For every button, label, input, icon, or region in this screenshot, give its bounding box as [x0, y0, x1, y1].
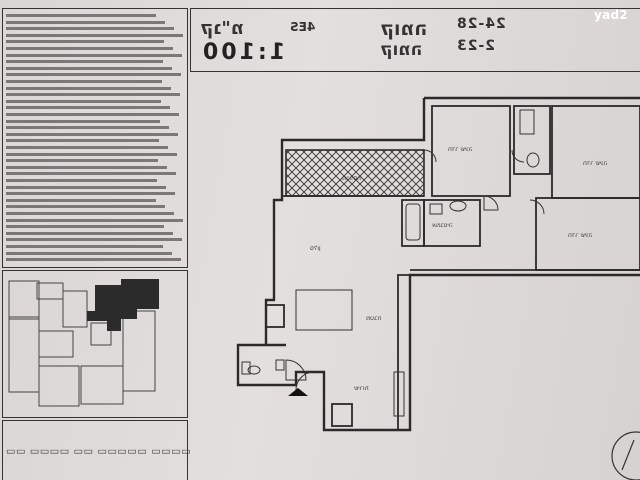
notes-text-line — [6, 27, 174, 31]
notes-text-line — [6, 205, 165, 209]
notes-text-line — [6, 20, 165, 24]
living-room-label: סלון — [310, 245, 321, 252]
closet — [393, 371, 405, 417]
notes-text-line — [6, 113, 179, 116]
notes-text-line — [6, 212, 174, 215]
notes-text-line — [6, 73, 181, 77]
notes-text-line — [6, 231, 173, 235]
service-label: שירות — [354, 385, 369, 392]
caption-panel — [2, 420, 188, 480]
north-arrow — [611, 431, 640, 480]
notes-text-line — [6, 80, 162, 83]
interior-walls — [265, 105, 640, 430]
notes-text-line — [6, 159, 158, 163]
notes-text-line — [6, 106, 170, 110]
notes-text-line — [6, 258, 181, 262]
notes-text-line — [6, 47, 173, 50]
notes-text-line — [6, 218, 183, 222]
notes-text-line — [6, 99, 161, 103]
notes-text-line — [6, 132, 178, 136]
notes-text-line — [6, 146, 168, 149]
key-plan-panel — [2, 270, 188, 418]
notes-text-line — [6, 185, 166, 189]
notes-text-line — [6, 172, 176, 176]
notes-text-line — [6, 93, 180, 97]
notes-text-line — [6, 126, 169, 130]
yad2-logo: yad2 — [594, 8, 628, 22]
title-block — [190, 8, 640, 72]
notes-text-line — [6, 66, 172, 70]
notes-text-line — [6, 60, 163, 64]
bedroom-small-label: חדר שינה — [568, 232, 593, 239]
notes-text-line — [6, 165, 167, 169]
balcony-hatch — [285, 149, 425, 197]
notes-text-line — [6, 238, 182, 242]
notes-text-line — [6, 14, 156, 17]
door-swings — [285, 149, 545, 391]
notes-text-line — [6, 192, 175, 196]
notes-text-line — [6, 86, 171, 90]
notes-text-line — [6, 179, 157, 182]
bath-label: אמבטיה — [432, 222, 453, 229]
notes-text-line — [6, 251, 172, 255]
notes-text-line — [6, 40, 164, 44]
master-bedroom-label: חדר שינה — [448, 146, 473, 153]
notes-text-line — [6, 198, 156, 202]
highlighted-unit — [87, 279, 159, 331]
bedroom-right-label: חדר שינה — [583, 160, 608, 167]
notes-text-line — [6, 139, 159, 143]
notes-panel — [2, 8, 188, 268]
notes-text-line — [6, 33, 183, 37]
balcony-label: מרפסת — [342, 175, 362, 182]
notes-text-line — [6, 53, 182, 57]
notes-text-line — [6, 152, 177, 156]
kitchen-label: מטבח — [366, 315, 382, 322]
entry-arrow — [288, 388, 308, 396]
kitchen-counter — [295, 289, 353, 331]
key-plan-drawing — [8, 279, 159, 407]
notes-text-line — [6, 119, 160, 123]
exterior-walls — [236, 96, 640, 432]
notes-text-line — [6, 245, 163, 248]
notes-text-line — [6, 225, 164, 229]
